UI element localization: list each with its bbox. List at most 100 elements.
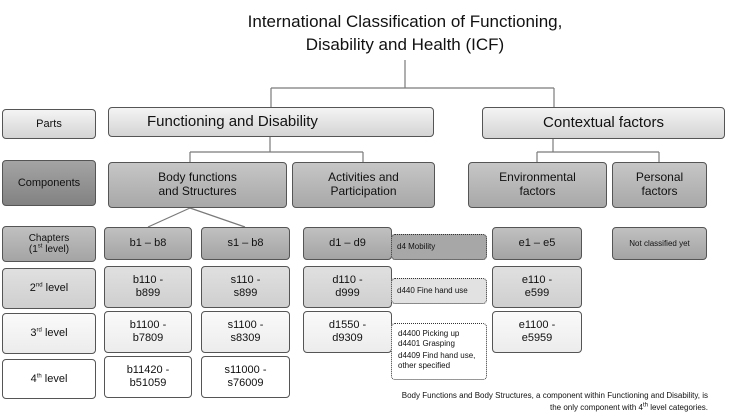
chapter-personal-text: Not classified yet (629, 238, 690, 248)
component-personal-factors: Personal factors (612, 162, 707, 208)
level4-b-line-1: b11420 - (126, 364, 170, 377)
level4-num: 4 (30, 372, 37, 385)
level3-word: level (41, 327, 68, 340)
level4-sup: th (36, 373, 42, 380)
row-label-level2: 2nd level (2, 268, 96, 309)
personal-line-2: factors (641, 184, 678, 198)
example-fine-hand-use-text: d440 Fine hand use (397, 286, 468, 295)
level2-b: b110 - b899 (104, 266, 192, 308)
row-label-parts: Parts (2, 109, 96, 139)
chapter-e: e1 – e5 (492, 227, 582, 260)
body-line-1: Body functions (158, 170, 237, 185)
body-split-right (189, 207, 246, 228)
environmental-line-1: Environmental (499, 170, 576, 185)
level4-b-line-2: b51059 (129, 377, 167, 389)
chapter-e-text: e1 – e5 (518, 237, 556, 250)
chapters-sub-post: level) (42, 244, 70, 255)
row-label-chapters-text: Chapters (28, 232, 70, 244)
part-contextual-text: Contextual factors (543, 114, 664, 132)
personal-line-1: Personal (635, 170, 684, 185)
row-label-level3-text: 3rd level (30, 327, 67, 340)
example-find-hand-line-2: other specified (398, 361, 451, 370)
footnote-line-2-post: level categories. (647, 403, 708, 412)
title-line-2: Disability and Health (ICF) (305, 35, 505, 54)
chapter-personal: Not classified yet (612, 227, 707, 260)
part-functioning-text: Functioning and Disability (147, 113, 318, 131)
component-body-functions-structures: Body functions and Structures (108, 162, 287, 208)
row-label-chapters-sub: (1st level) (29, 244, 69, 256)
row-label-components: Components (2, 160, 96, 206)
level2-d: d110 - d999 (303, 266, 392, 308)
level4-word: level (41, 372, 68, 385)
row-label-parts-text: Parts (36, 117, 62, 130)
level3-e-line-2: e5959 (521, 332, 553, 344)
body-split-left (147, 207, 191, 228)
footnote-line-2-pre: the only component with 4 (550, 403, 643, 412)
level2-d-line-2: d999 (335, 287, 360, 299)
level3-s-line-2: s8309 (230, 332, 261, 344)
footnote-line-1: Body Functions and Body Structures, a co… (401, 391, 708, 400)
example-fine-hand-detail: d4400 Picking up d4401 Grasping d4409 Fi… (391, 323, 487, 380)
level2-num: 2 (29, 282, 36, 295)
level2-b-line-1: b110 - (132, 274, 164, 287)
footnote-line-2-sup: th (642, 402, 648, 409)
activities-line-1: Activities and (328, 170, 399, 185)
level2-e-line-2: e599 (524, 287, 550, 299)
example-find-hand-line-1: d4409 Find hand use, (398, 351, 476, 360)
level4-s: s11000 - s76009 (201, 356, 290, 398)
level3-b: b1100 - b7809 (104, 311, 192, 353)
level3-num: 3 (30, 327, 37, 340)
example-mobility: d4 Mobility (391, 234, 487, 260)
row-label-level3: 3rd level (2, 313, 96, 354)
example-picking-up: d4400 Picking up (398, 329, 460, 338)
component-environmental-factors: Environmental factors (468, 162, 607, 208)
level3-d-line-2: d9309 (332, 332, 363, 344)
example-grasping: d4401 Grasping (398, 339, 455, 348)
level4-s-line-2: s76009 (227, 377, 264, 389)
chapter-s: s1 – b8 (201, 227, 290, 260)
level3-s-line-1: s1100 - (227, 319, 264, 332)
chapters-sub-pre: (1 (28, 244, 38, 255)
environmental-line-2: factors (519, 184, 556, 198)
level3-sup: rd (36, 327, 42, 334)
chapter-b-text: b1 – b8 (129, 237, 167, 250)
row-label-components-text: Components (17, 176, 81, 189)
chapter-s-text: s1 – b8 (227, 237, 264, 250)
level2-s-line-1: s110 - (230, 274, 261, 287)
level3-d: d1550 - d9309 (303, 311, 392, 353)
activities-line-2: Participation (330, 184, 397, 198)
level2-s-line-2: s899 (233, 287, 258, 299)
level4-b: b11420 - b51059 (104, 356, 192, 398)
level3-b-line-2: b7809 (132, 332, 164, 344)
level3-d-line-1: d1550 - (328, 319, 367, 332)
level3-e: e1100 - e5959 (492, 311, 582, 353)
row-label-level2-text: 2nd level (30, 282, 69, 295)
level2-word: level (42, 282, 69, 295)
example-fine-hand-use: d440 Fine hand use (391, 278, 487, 304)
level2-e-line-1: e110 - (521, 274, 553, 287)
chapter-b: b1 – b8 (104, 227, 192, 260)
level2-e: e110 - e599 (492, 266, 582, 308)
row-label-level4: 4th level (2, 359, 96, 399)
level2-s: s110 - s899 (201, 266, 290, 308)
level3-e-line-1: e1100 - (518, 319, 556, 332)
part-contextual-factors: Contextual factors (482, 107, 725, 139)
level2-sup: nd (35, 282, 43, 289)
title-line-1: International Classification of Function… (247, 12, 563, 31)
diagram-title: International Classification of Function… (200, 10, 610, 56)
part-functioning-disability: Functioning and Disability (108, 107, 434, 137)
row-label-level4-text: 4th level (31, 373, 68, 386)
level2-d-line-1: d110 - (332, 274, 363, 287)
level4-s-line-1: s11000 - (224, 364, 267, 377)
body-line-2: and Structures (158, 184, 237, 198)
row-label-chapters: Chapters (1st level) (2, 226, 96, 262)
footnote: Body Functions and Body Structures, a co… (300, 390, 708, 414)
example-mobility-text: d4 Mobility (397, 242, 436, 251)
component-activities-participation: Activities and Participation (292, 162, 435, 208)
level3-b-line-1: b1100 - (129, 319, 167, 332)
chapter-d: d1 – d9 (303, 227, 392, 260)
level3-s: s1100 - s8309 (201, 311, 290, 353)
level2-b-line-2: b899 (135, 287, 161, 299)
chapters-sub-sup: st (37, 243, 43, 250)
